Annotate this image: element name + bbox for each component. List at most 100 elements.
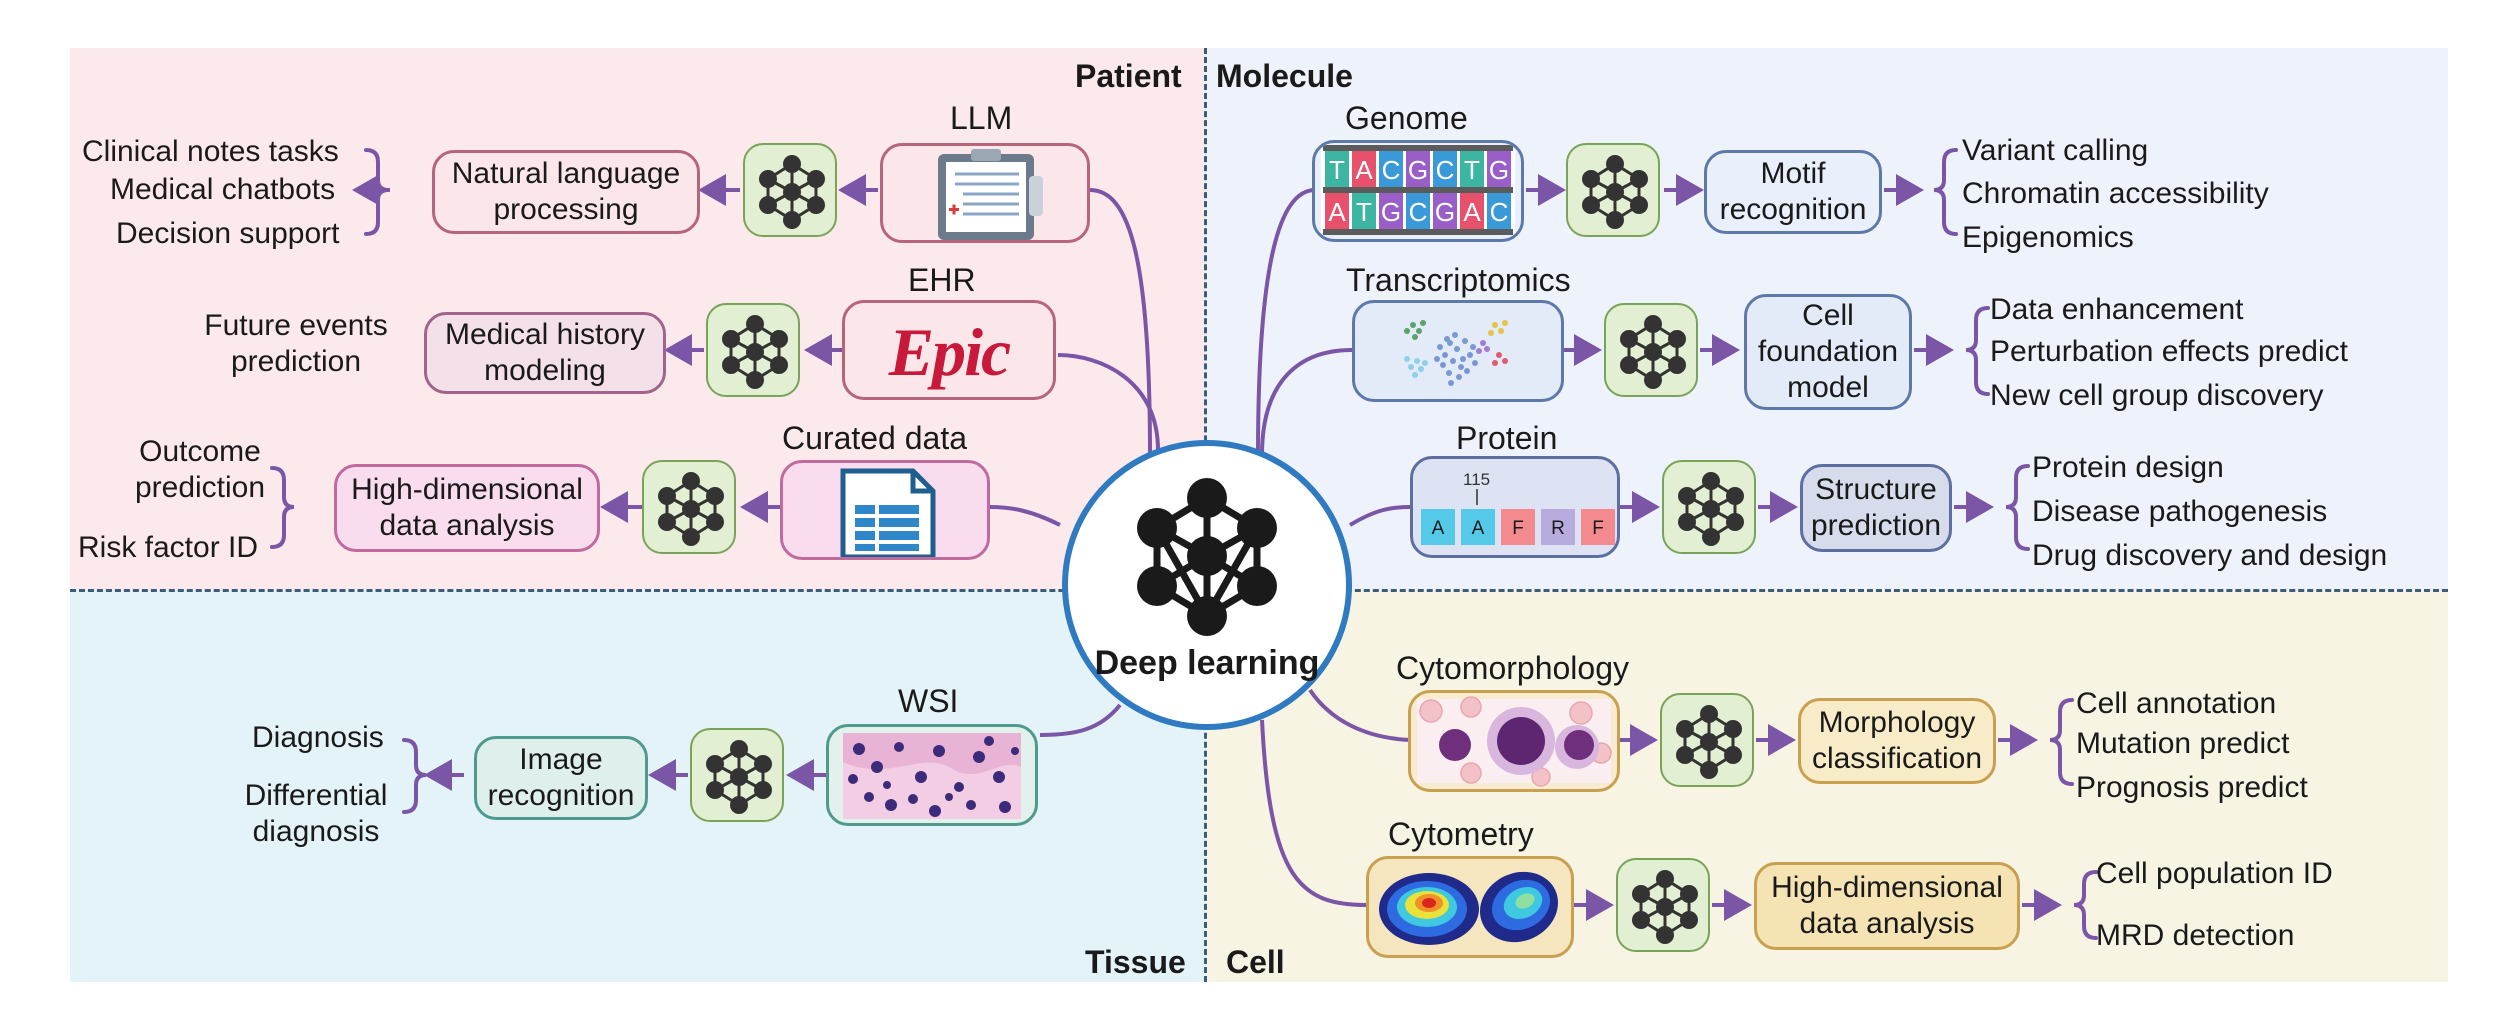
brace-curated bbox=[270, 466, 295, 549]
transcriptomics-output-2: Perturbation effects predict bbox=[1990, 335, 2348, 368]
seq-top-6: G bbox=[1489, 155, 1509, 185]
neural-network-icon bbox=[1580, 154, 1650, 230]
llm-task-line-1: Natural language bbox=[451, 157, 681, 190]
ehr-task-line-2: modeling bbox=[484, 354, 606, 387]
wsi-input-box bbox=[826, 724, 1038, 826]
ehr-output-2: prediction bbox=[230, 345, 362, 378]
quadrant-label-patient: Patient bbox=[1075, 58, 1182, 94]
spoke-curated bbox=[989, 505, 1061, 527]
seq-bottom-4: G bbox=[1435, 197, 1455, 227]
spoke-cytometry bbox=[1260, 719, 1368, 907]
neural-network-icon bbox=[1674, 704, 1744, 780]
protein-sequence-image: 115 A A F R F bbox=[1421, 470, 1615, 545]
curated-output-1: Outcome bbox=[139, 435, 261, 468]
cytomorphology-label: Cytomorphology bbox=[1396, 650, 1629, 686]
brace-wsi bbox=[402, 738, 427, 814]
brace-protein bbox=[2005, 464, 2030, 551]
seq-bottom-3: C bbox=[1409, 197, 1428, 227]
spoke-genome bbox=[1256, 188, 1316, 456]
ehr-input-box: Epic bbox=[842, 300, 1056, 400]
wsi-label: WSI bbox=[898, 683, 959, 719]
wsi-output-2: Differential bbox=[244, 779, 388, 812]
llm-output-3: Decision support bbox=[116, 217, 340, 250]
protein-model-badge bbox=[1662, 460, 1756, 554]
llm-output-1: Clinical notes tasks bbox=[82, 135, 339, 168]
curated-data-input-box bbox=[780, 460, 990, 560]
residue-1: A bbox=[1472, 518, 1485, 539]
protein-position: 115 bbox=[1463, 470, 1490, 489]
wsi-output-1: Diagnosis bbox=[252, 721, 384, 754]
curated-task-line-2: data analysis bbox=[379, 509, 555, 542]
llm-model-badge bbox=[743, 143, 837, 237]
spoke-wsi bbox=[1039, 703, 1122, 737]
cytometry-input-box bbox=[1366, 856, 1574, 958]
protein-output-1: Protein design bbox=[2032, 451, 2224, 484]
cytometry-output-1: Cell population ID bbox=[2096, 857, 2333, 890]
quadrant-label-cell: Cell bbox=[1226, 944, 1285, 980]
cytometry-model-badge bbox=[1616, 858, 1710, 952]
transcriptomics-task-line-2: foundation bbox=[1757, 335, 1899, 368]
ehr-task-line-1: Medical history bbox=[444, 318, 646, 351]
transcriptomics-task-line-1: Cell bbox=[1802, 299, 1854, 332]
cytomorphology-input-box bbox=[1408, 690, 1620, 792]
genome-model-badge bbox=[1566, 143, 1660, 237]
spreadsheet-icon bbox=[840, 468, 936, 557]
spoke-protein bbox=[1348, 505, 1411, 527]
neural-network-icon bbox=[656, 471, 726, 547]
wsi-task-line-2: recognition bbox=[487, 779, 635, 812]
neural-network-icon bbox=[1630, 869, 1700, 945]
protein-output-3: Drug discovery and design bbox=[2032, 539, 2388, 572]
ehr-label: EHR bbox=[908, 262, 976, 298]
llm-input-box bbox=[880, 143, 1090, 243]
cytomorphology-output-1: Cell annotation bbox=[2076, 687, 2277, 720]
genome-output-3: Epigenomics bbox=[1962, 221, 2134, 254]
neural-network-icon bbox=[1618, 314, 1688, 390]
protein-output-2: Disease pathogenesis bbox=[2032, 495, 2328, 528]
seq-top-2: C bbox=[1382, 155, 1401, 185]
quadrant-label-tissue: Tissue bbox=[1085, 944, 1186, 980]
llm-output-2: Medical chatbots bbox=[110, 173, 336, 206]
wsi-task-line-1: Image bbox=[519, 743, 603, 776]
neural-network-icon bbox=[1676, 471, 1746, 547]
brace-llm bbox=[364, 148, 389, 236]
protein-task-line-1: Structure bbox=[1815, 473, 1937, 506]
dna-sequence-image: T A C G C T G A T G C G A C bbox=[1321, 145, 1515, 235]
transcriptomics-output-3: New cell group discovery bbox=[1990, 379, 2324, 412]
seq-bottom-6: C bbox=[1490, 197, 1509, 227]
curated-output-2: prediction bbox=[134, 471, 266, 504]
cytomorphology-task-line-2: classification bbox=[1811, 742, 1983, 775]
transcriptomics-model-badge bbox=[1604, 303, 1698, 397]
llm-label: LLM bbox=[950, 100, 1013, 136]
brace-cytometry bbox=[2073, 870, 2098, 940]
transcriptomics-label: Transcriptomics bbox=[1346, 262, 1571, 298]
genome-output-2: Chromatin accessibility bbox=[1962, 177, 2269, 210]
seq-bottom-5: A bbox=[1463, 197, 1481, 227]
umap-plot-image bbox=[1404, 320, 1508, 386]
cytomorphology-task-line-1: Morphology bbox=[1818, 706, 1976, 739]
curated-task-line-1: High-dimensional bbox=[351, 473, 583, 506]
spoke-transcriptomics bbox=[1260, 348, 1353, 456]
spoke-ehr bbox=[1057, 353, 1160, 451]
cytometry-task-line-2: data analysis bbox=[1799, 907, 1975, 940]
neural-network-icon bbox=[1137, 478, 1277, 636]
neural-network-icon bbox=[720, 314, 790, 390]
curated-output-3: Risk factor ID bbox=[78, 531, 259, 564]
transcriptomics-input-box bbox=[1352, 300, 1564, 402]
spoke-cytomorphology bbox=[1308, 688, 1411, 742]
neural-network-icon bbox=[704, 739, 774, 815]
seq-top-5: T bbox=[1464, 155, 1480, 185]
cytometry-output-2: MRD detection bbox=[2096, 919, 2295, 952]
residue-0: A bbox=[1432, 518, 1445, 539]
protein-input-box: 115 A A F R F bbox=[1410, 456, 1620, 558]
seq-top-4: C bbox=[1436, 155, 1455, 185]
neural-network-icon bbox=[757, 154, 827, 230]
